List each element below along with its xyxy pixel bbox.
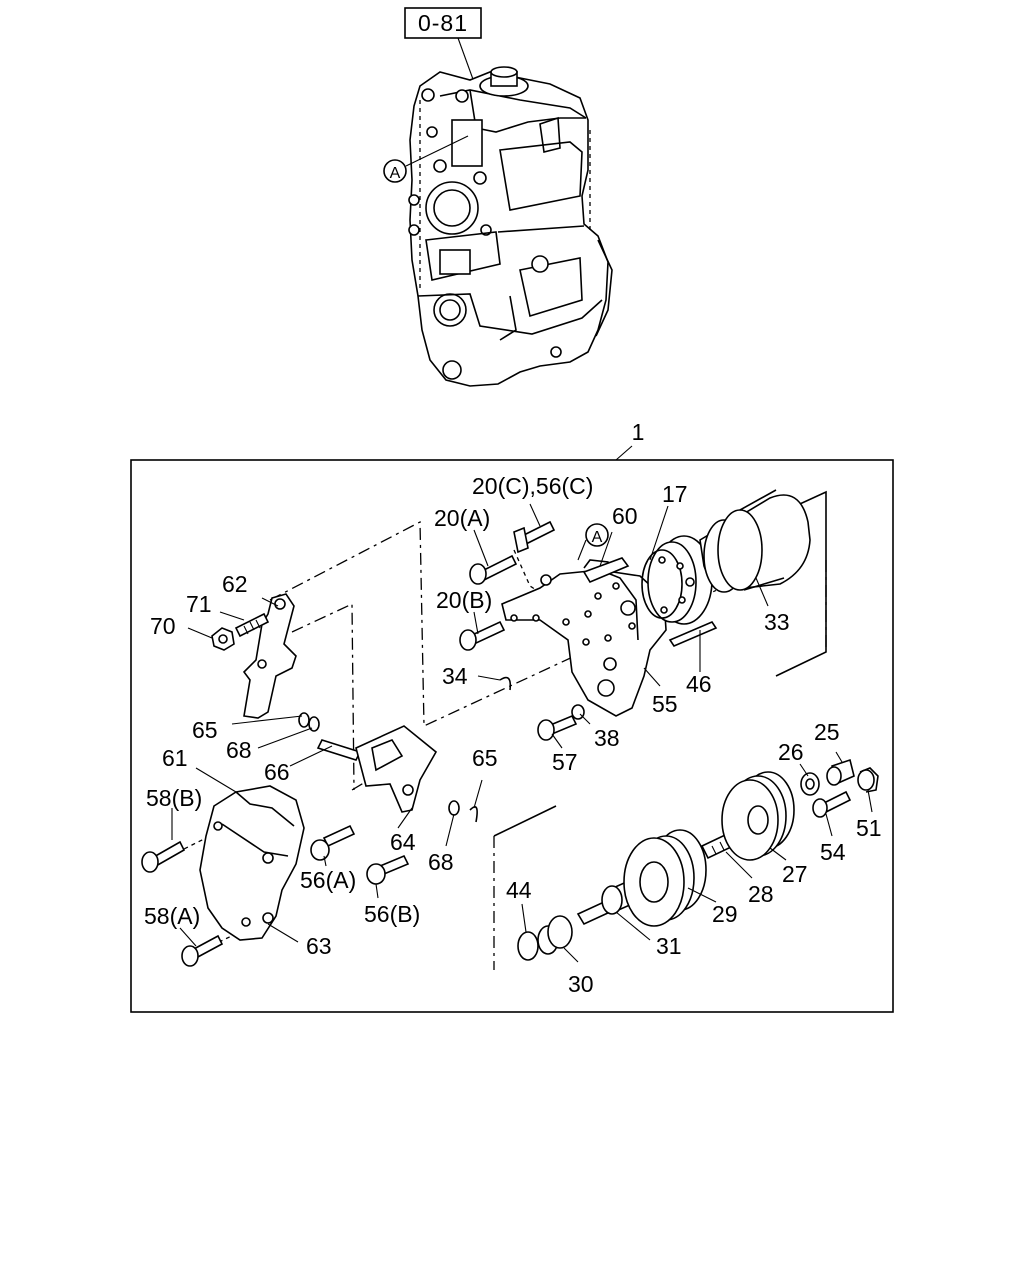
callout-66: 66 bbox=[264, 759, 290, 785]
leader-lines bbox=[171, 503, 873, 963]
callout-labels: 20(C),56(C) 17 20(A) 60 62 71 70 20(B) 3… bbox=[144, 473, 882, 997]
clip-34 bbox=[499, 676, 512, 691]
rings-44-30 bbox=[517, 915, 573, 961]
reference-box[interactable]: 0-81 bbox=[404, 7, 482, 39]
callout-55: 55 bbox=[652, 691, 678, 717]
pin-46 bbox=[668, 621, 718, 647]
assembly-frame bbox=[130, 459, 894, 1013]
bolt-20c bbox=[513, 520, 556, 554]
callout-60: 60 bbox=[612, 503, 638, 529]
bolt-71 bbox=[234, 612, 270, 638]
callout-64: 64 bbox=[390, 829, 416, 855]
assembly-leader bbox=[615, 445, 633, 461]
callout-28: 28 bbox=[748, 881, 774, 907]
bolt-20a bbox=[469, 554, 518, 585]
pin-66 bbox=[298, 712, 362, 761]
callout-63: 63 bbox=[306, 933, 332, 959]
callout-26: 26 bbox=[778, 739, 804, 765]
marker-a-top-label: A bbox=[390, 165, 401, 182]
bolt-56a bbox=[310, 824, 356, 861]
bolt-58b bbox=[141, 840, 186, 873]
callout-56b: 56(B) bbox=[364, 901, 420, 927]
callout-71: 71 bbox=[186, 591, 212, 617]
callout-31: 31 bbox=[656, 933, 682, 959]
pump-housing bbox=[408, 66, 613, 387]
bolt-58a bbox=[181, 934, 224, 967]
callout-34: 34 bbox=[442, 663, 468, 689]
disk-17 bbox=[641, 535, 713, 625]
bracket-55 bbox=[501, 559, 667, 717]
bolt-20b bbox=[459, 620, 506, 651]
pulley-27 bbox=[721, 771, 795, 861]
callout-27: 27 bbox=[782, 861, 808, 887]
callout-70: 70 bbox=[150, 613, 176, 639]
callout-58a: 58(A) bbox=[144, 903, 200, 929]
callout-62: 62 bbox=[222, 571, 248, 597]
cap-51 bbox=[857, 767, 879, 793]
bolt-57 bbox=[537, 704, 585, 741]
nut-70 bbox=[211, 627, 235, 651]
cup-33 bbox=[699, 489, 811, 593]
cap-25 bbox=[826, 758, 855, 786]
callout-44: 44 bbox=[506, 877, 532, 903]
link-64 bbox=[355, 725, 438, 813]
plate-60 bbox=[582, 557, 630, 584]
cover-61 bbox=[199, 785, 305, 941]
assembly-number: 1 bbox=[632, 419, 645, 445]
callout-20c: 20(C),56(C) bbox=[472, 473, 593, 499]
callout-46: 46 bbox=[686, 671, 712, 697]
callout-68-upper: 68 bbox=[226, 737, 252, 763]
callout-29: 29 bbox=[712, 901, 738, 927]
callout-20b: 20(B) bbox=[436, 587, 492, 613]
callout-38: 38 bbox=[594, 725, 620, 751]
reference-box-label: 0-81 bbox=[418, 10, 468, 36]
bolt-56b bbox=[366, 854, 410, 885]
callout-20a: 20(A) bbox=[434, 505, 490, 531]
reference-leader bbox=[457, 37, 475, 83]
nut-26 bbox=[800, 772, 820, 796]
callout-68-lower: 68 bbox=[428, 849, 454, 875]
callout-30: 30 bbox=[568, 971, 594, 997]
callout-65-lower: 65 bbox=[472, 745, 498, 771]
marker-a-assembly[interactable]: A bbox=[577, 523, 609, 561]
callout-33: 33 bbox=[764, 609, 790, 635]
bolt-54 bbox=[812, 790, 852, 818]
marker-a-assembly-label: A bbox=[592, 529, 603, 546]
callout-56a: 56(A) bbox=[300, 867, 356, 893]
callout-51: 51 bbox=[856, 815, 882, 841]
callout-61: 61 bbox=[162, 745, 188, 771]
callout-57: 57 bbox=[552, 749, 578, 775]
callout-65-upper: 65 bbox=[192, 717, 218, 743]
callout-58b: 58(B) bbox=[146, 785, 202, 811]
pulley-29 bbox=[623, 829, 707, 927]
marker-a-top[interactable]: A bbox=[383, 135, 469, 183]
callout-17: 17 bbox=[662, 481, 688, 507]
callout-25: 25 bbox=[814, 719, 840, 745]
callout-54: 54 bbox=[820, 839, 846, 865]
washer-68b bbox=[448, 800, 460, 816]
lever-62 bbox=[242, 593, 297, 719]
clip-65b bbox=[469, 806, 478, 823]
